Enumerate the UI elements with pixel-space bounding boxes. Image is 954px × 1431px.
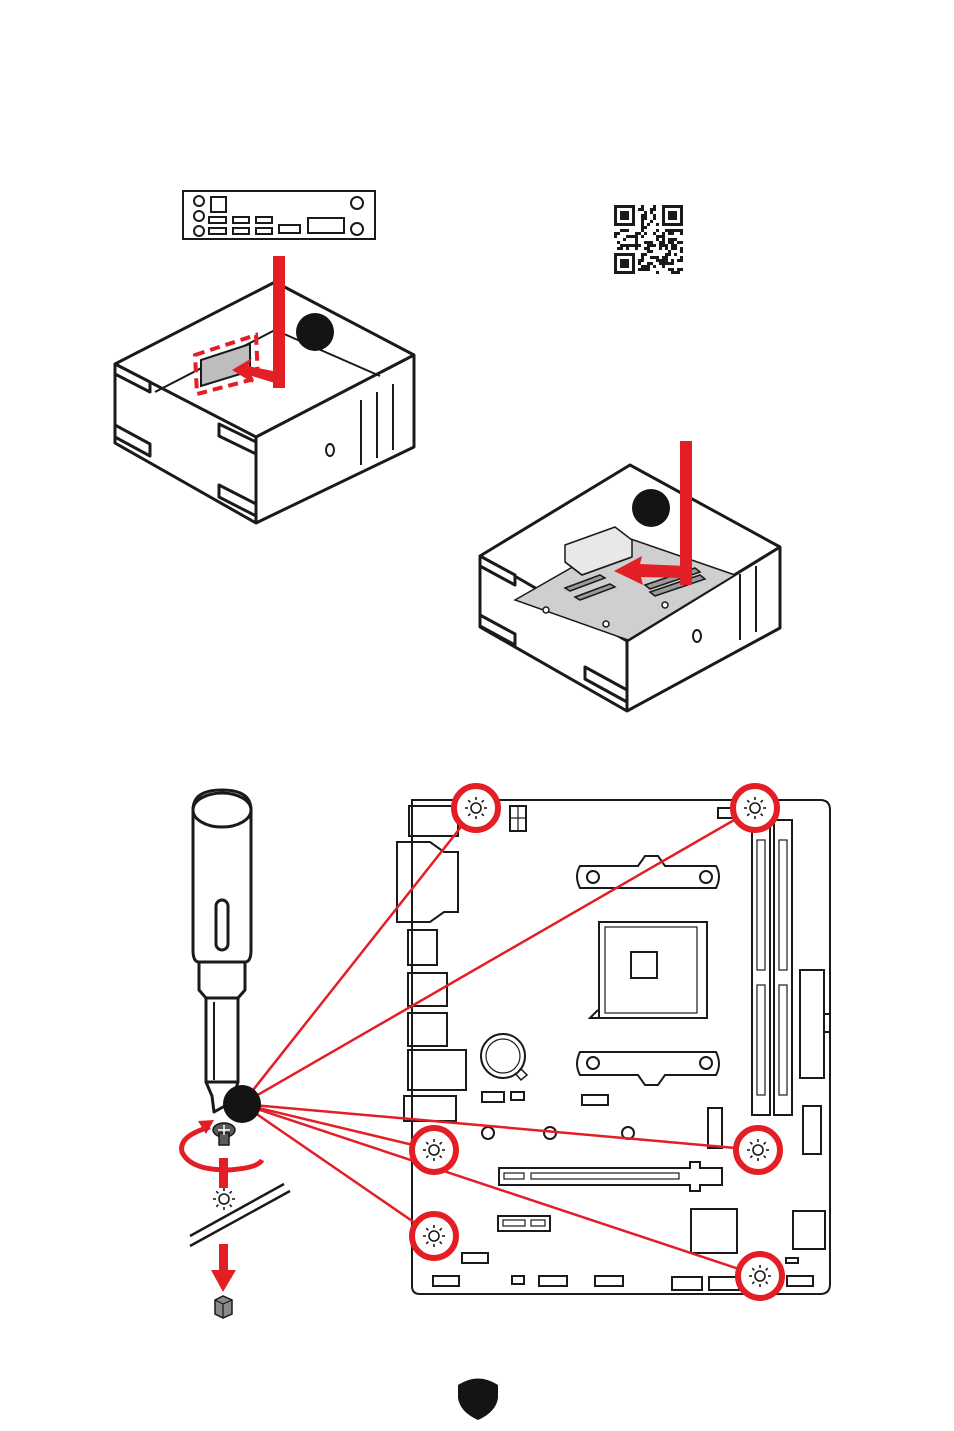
board-edge-side (190, 1184, 290, 1246)
standoff-icon (215, 1296, 232, 1318)
qr-code-icon (614, 205, 683, 274)
screw-hole-1 (454, 786, 498, 830)
step-badge-2 (632, 489, 670, 527)
msi-shield-icon (458, 1379, 498, 1421)
screw-hole-6 (738, 1254, 782, 1298)
screw-icon (213, 1123, 235, 1145)
step-badge-1 (296, 313, 334, 351)
screw-hole-4 (736, 1128, 780, 1172)
mount-hole-icon (213, 1188, 235, 1210)
screw-hole-3 (412, 1128, 456, 1172)
case-step1 (115, 282, 414, 523)
io-shield-icon (183, 191, 375, 239)
screwdriver-icon (193, 790, 251, 1112)
screw-hole-2 (733, 786, 777, 830)
screw-hole-5 (412, 1214, 456, 1258)
step-badge-3 (223, 1085, 261, 1123)
motherboard-layout (397, 800, 830, 1294)
connector-lines (242, 808, 760, 1276)
down-arrow-icon (211, 1158, 236, 1292)
